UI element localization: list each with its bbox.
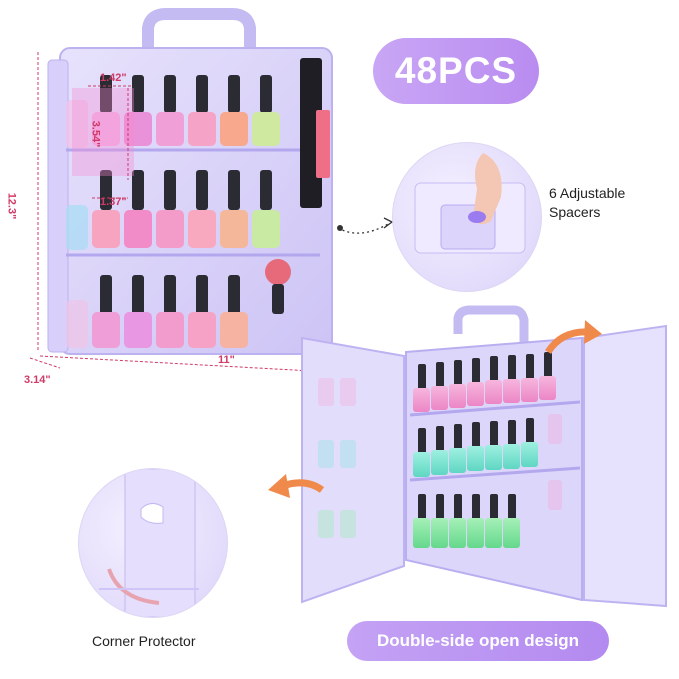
dim-length: 11" [218,354,235,366]
corner-protector-label: Corner Protector [92,633,196,649]
dim-total-height: 12.3" [5,192,18,220]
spacers-label-line2: Spacers [549,204,601,220]
corner-protector-closeup-image [78,468,228,618]
dim-bottle-height: 3.54" [89,120,102,148]
double-side-badge: Double-side open design [347,621,609,661]
quantity-badge: 48PCS [373,38,539,104]
dim-depth: 3.14" [24,374,51,386]
spacers-label-line1: 6 Adjustable [549,185,626,201]
dim-width: 1.42" [100,72,127,84]
dim-bottle-depth: 1.37" [100,196,127,208]
spacers-label: 6 Adjustable Spacers [549,184,625,222]
spacer-closeup-image [392,142,542,292]
